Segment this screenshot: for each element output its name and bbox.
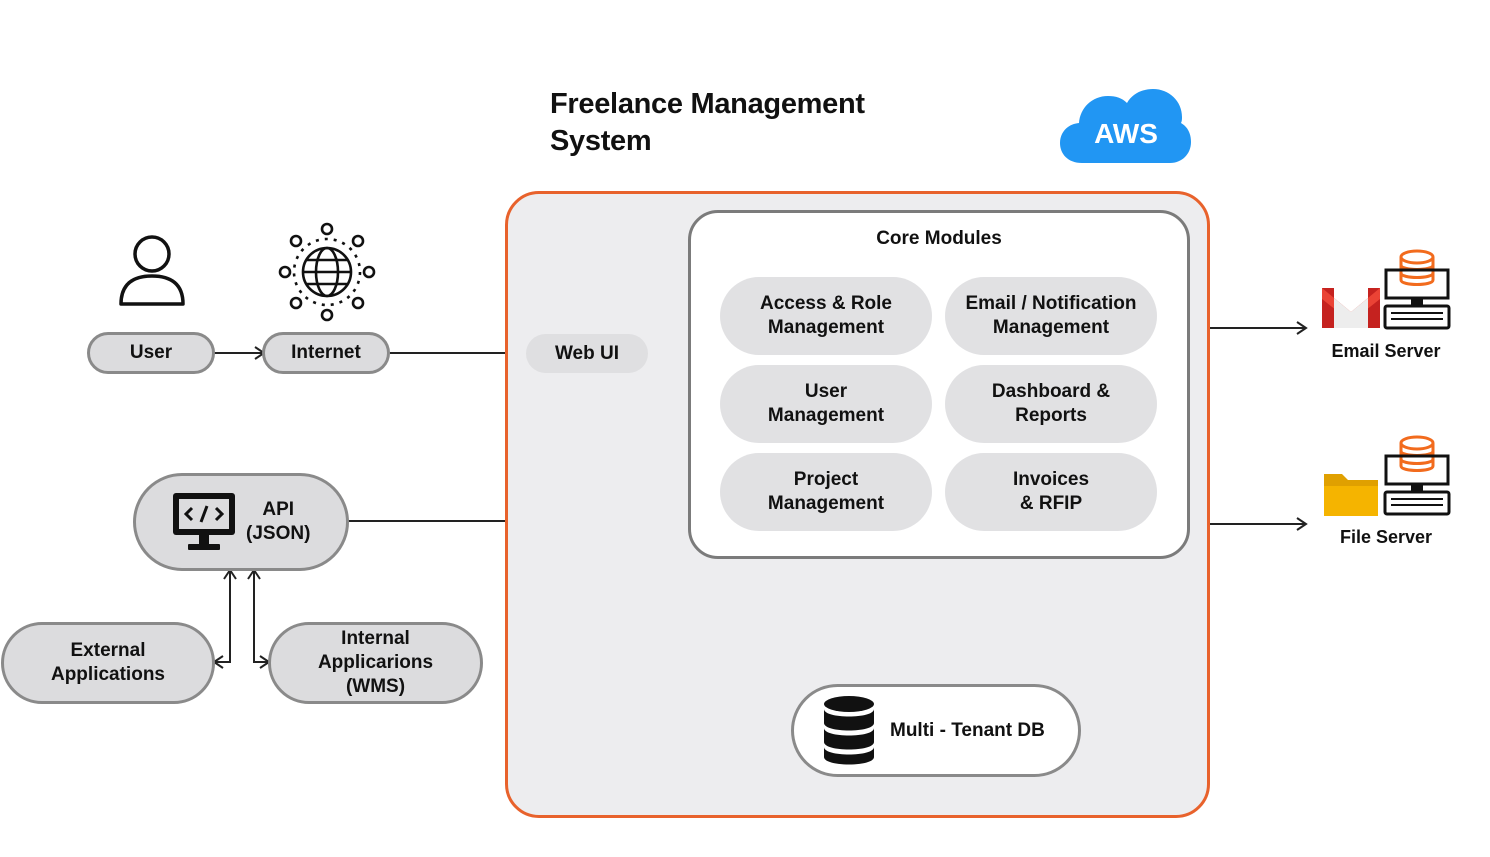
diagram-title: Freelance Management System (550, 88, 865, 157)
internal-applications-node: Internal Applicarions (WMS) (268, 622, 483, 704)
api-node: API (JSON) (133, 473, 349, 571)
module-access-role: Access & Role Management (720, 277, 932, 355)
core-modules-title: Core Modules (876, 228, 1002, 249)
web-ui-node: Web UI (526, 334, 648, 373)
internet-node: Internet (262, 332, 390, 374)
arrow-api-external (212, 568, 237, 669)
gmail-icon (1322, 288, 1380, 328)
code-monitor-icon (173, 493, 235, 550)
file-server-icon (1383, 435, 1451, 516)
module-email-notification: Email / Notification Management (945, 277, 1157, 355)
folder-icon (1324, 474, 1378, 516)
module-invoices-rfip: Invoices & RFIP (945, 453, 1157, 531)
module-user-management: User Management (720, 365, 932, 443)
aws-label: AWS (1094, 118, 1158, 149)
file-server-label: File Server (1339, 527, 1433, 547)
email-server-label: Email Server (1331, 341, 1441, 361)
api-label: API (JSON) (246, 499, 311, 544)
aws-cloud-icon: AWS (1060, 89, 1191, 163)
database-icon (824, 696, 874, 765)
module-project-management: Project Management (720, 453, 932, 531)
email-server-icon (1383, 249, 1451, 330)
module-dashboard-reports: Dashboard & Reports (945, 365, 1157, 443)
user-icon (119, 235, 185, 306)
user-node: User (87, 332, 215, 374)
external-applications-node: External Applications (1, 622, 215, 704)
arrow-api-internal (247, 568, 271, 669)
db-label: Multi - Tenant DB (890, 720, 1045, 741)
globe-network-icon (278, 222, 376, 322)
